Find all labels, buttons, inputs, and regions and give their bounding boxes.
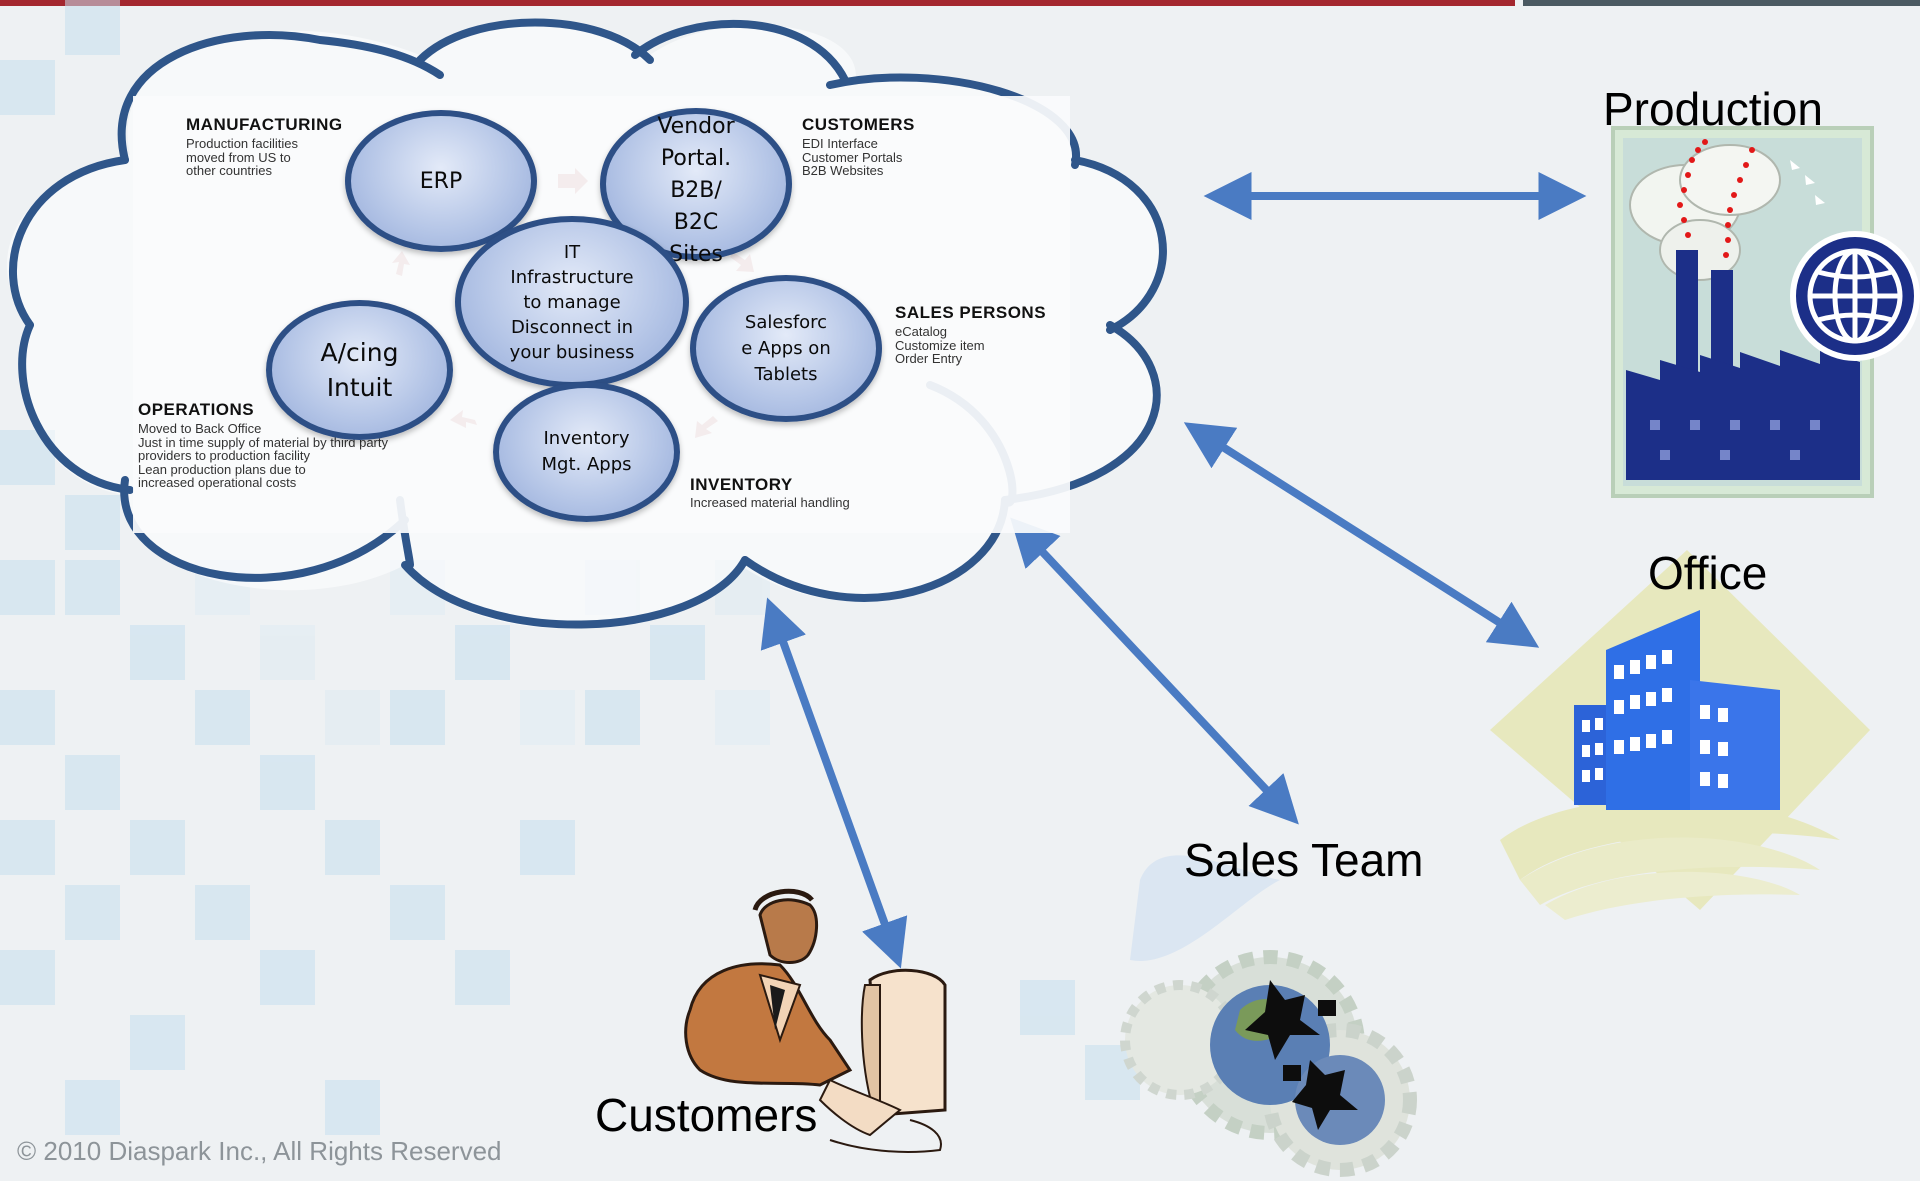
section-text-inventory: Increased material handling [690,495,850,510]
bubble-salesforce-apps: Salesforc e Apps on Tablets [690,275,882,422]
bubble-erp-label: ERP [419,168,463,194]
bubble-accounting-intuit-label: A/cing Intuit [320,338,399,402]
node-label-office: Office [1648,547,1768,599]
bubble-inventory-apps: Inventory Mgt. Apps [493,382,680,522]
bubble-erp: ERP [345,110,537,252]
section-title-operations: OPERATIONS [138,400,255,419]
bubble-inventory-apps-label: Inventory Mgt. Apps [541,428,632,475]
node-label-customers: Customers [595,1089,818,1141]
node-label-sales-team: Sales Team [1184,834,1424,886]
bubble-it-infrastructure: IT Infrastructure to manage Disconnect i… [455,216,689,388]
connector-customers [760,597,908,969]
top-accent-bar-secondary [1523,0,1920,6]
section-title-customers: CUSTOMERS [802,115,915,134]
bubble-salesforce-apps-label: Salesforc e Apps on Tablets [741,311,831,385]
bubble-accounting-intuit: A/cing Intuit [266,300,453,440]
customer-at-computer-icon [684,888,947,1153]
bubble-it-infrastructure-label: IT Infrastructure to manage Disconnect i… [509,241,635,363]
connector-office [1183,422,1540,648]
connector-sales-team [1010,517,1299,825]
office-building-icon [1490,550,1870,920]
sales-team-gears-icon [1120,855,1417,1177]
section-title-manufacturing: MANUFACTURING [186,115,343,134]
section-text-sales-persons: eCatalog Customize item Order Entry [895,324,985,366]
section-text-manufacturing: Production facilities moved from US to o… [186,136,298,178]
bubble-vendor-portal: Vendor Portal. B2B/ B2C Sites [600,108,792,267]
copyright-footer: © 2010 Diaspark Inc., All Rights Reserve… [17,1136,502,1166]
section-title-inventory: INVENTORY [690,475,793,494]
top-accent-bar [0,0,1515,6]
factory-icon [1611,126,1920,498]
section-text-customers: EDI Interface Customer Portals B2B Websi… [802,136,903,178]
bubble-vendor-portal-label: Vendor Portal. B2B/ B2C Sites [657,114,735,267]
section-text-operations: Moved to Back Office Just in time supply… [138,421,388,490]
section-title-sales-persons: SALES PERSONS [895,303,1047,322]
node-label-production: Production [1603,83,1823,135]
